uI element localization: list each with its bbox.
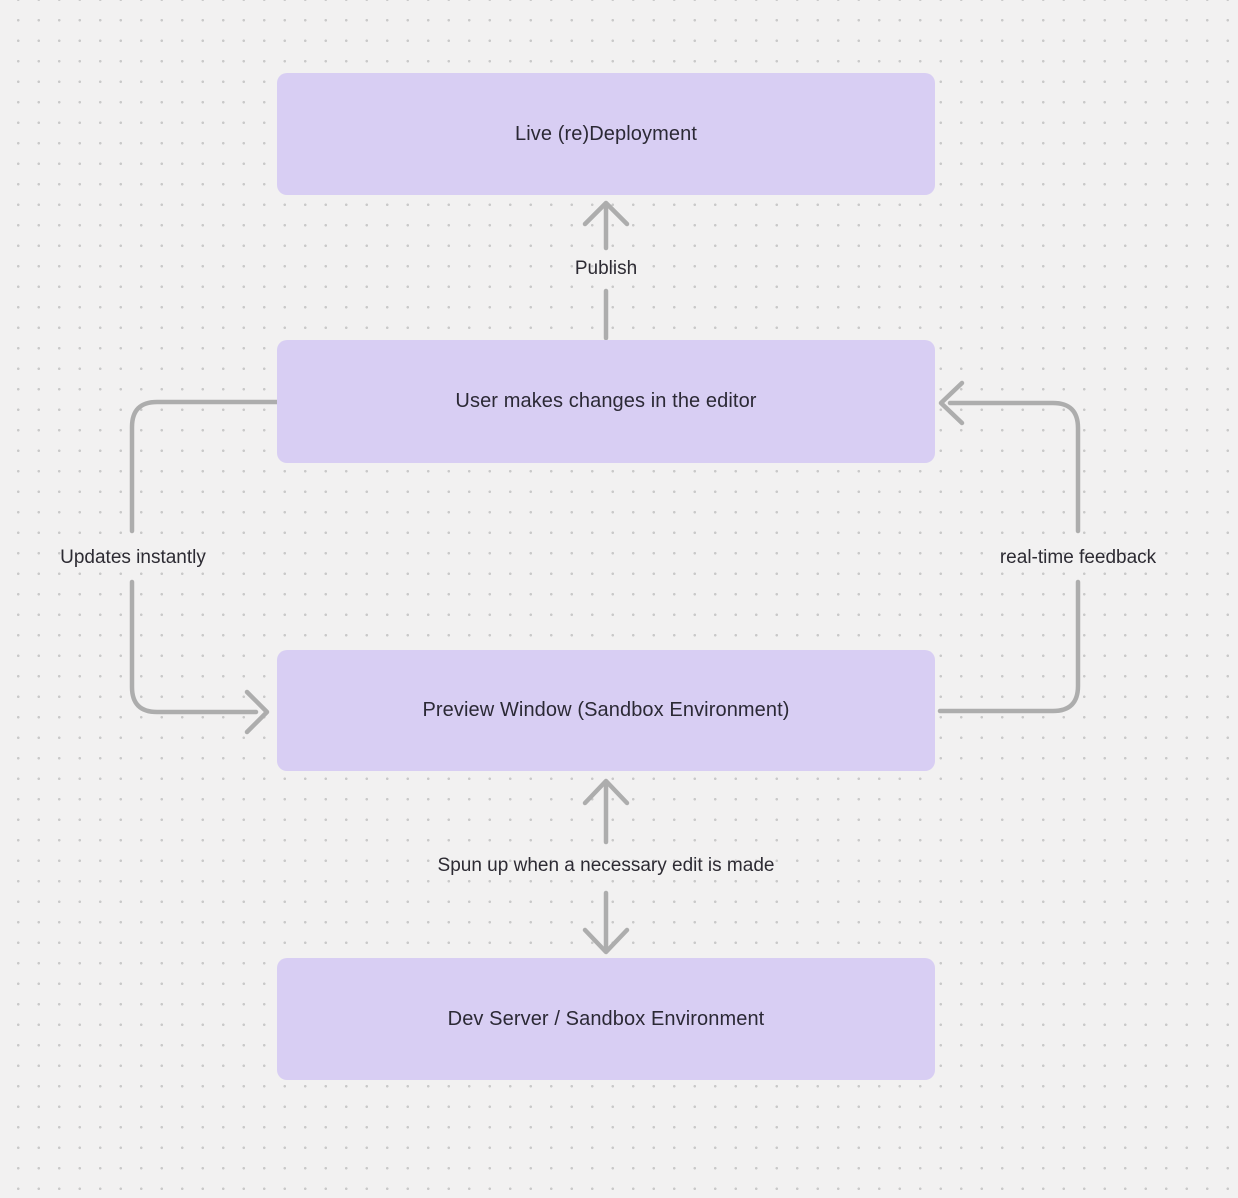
edge-label-real-time-feedback: real-time feedback xyxy=(999,547,1157,568)
node-user-makes-changes[interactable]: User makes changes in the editor xyxy=(277,340,935,463)
node-dev-server-label: Dev Server / Sandbox Environment xyxy=(447,1007,765,1030)
node-preview-window[interactable]: Preview Window (Sandbox Environment) xyxy=(277,650,935,771)
sync-up-arrow xyxy=(582,778,630,845)
edge-label-updates-instantly: Updates instantly xyxy=(60,547,206,568)
edge-label-publish: Publish xyxy=(574,258,638,279)
sync-down-arrow xyxy=(582,890,630,955)
node-dev-server[interactable]: Dev Server / Sandbox Environment xyxy=(277,958,935,1080)
node-live-redeployment-label: Live (re)Deployment xyxy=(515,122,697,145)
node-live-redeployment[interactable]: Live (re)Deployment xyxy=(277,73,935,195)
node-user-makes-changes-label: User makes changes in the editor xyxy=(455,390,757,412)
node-preview-window-label: Preview Window (Sandbox Environment) xyxy=(422,699,790,721)
edge-label-spun-up: Spun up when a necessary edit is made xyxy=(437,855,775,876)
